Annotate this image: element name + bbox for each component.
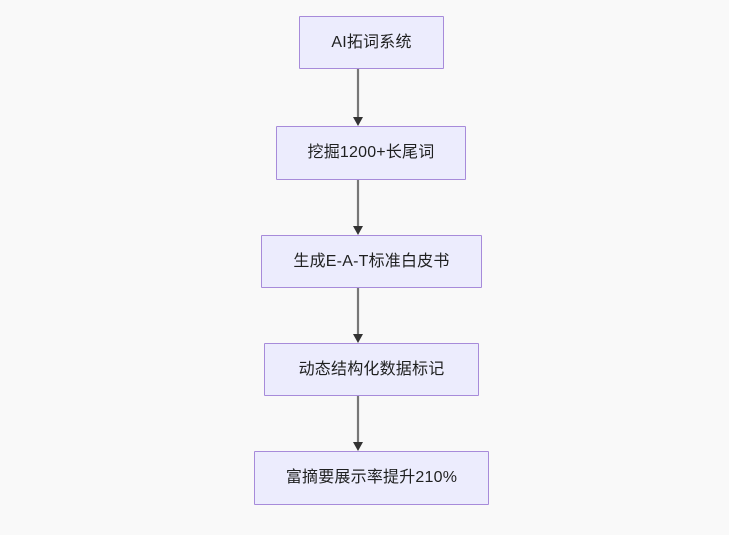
flowchart-node-n3[interactable]: 生成E-A-T标准白皮书 xyxy=(261,235,482,288)
edge-n2-to-n3 xyxy=(345,180,371,235)
arrowhead-icon xyxy=(353,334,363,343)
arrowhead-icon xyxy=(353,117,363,126)
flowchart-node-label: 富摘要展示率提升210% xyxy=(285,469,458,486)
arrowhead-icon xyxy=(353,226,363,235)
arrowhead-icon xyxy=(353,442,363,451)
flowchart-node-label: AI拓词系统 xyxy=(331,33,412,51)
flowchart-node-n4[interactable]: 动态结构化数据标记 xyxy=(264,343,479,396)
edge-n3-to-n4 xyxy=(345,288,371,343)
flowchart-node-label: 生成E-A-T标准白皮书 xyxy=(293,252,450,270)
flowchart-node-label: 挖掘1200+长尾词 xyxy=(307,144,435,161)
edge-n1-to-n2 xyxy=(345,69,371,126)
flowchart-node-n2[interactable]: 挖掘1200+长尾词 xyxy=(276,126,466,180)
edge-n4-to-n5 xyxy=(345,396,371,451)
flowchart-node-n1[interactable]: AI拓词系统 xyxy=(299,16,444,69)
flowchart-node-label: 动态结构化数据标记 xyxy=(298,360,445,378)
flowchart-node-n5[interactable]: 富摘要展示率提升210% xyxy=(254,451,489,505)
